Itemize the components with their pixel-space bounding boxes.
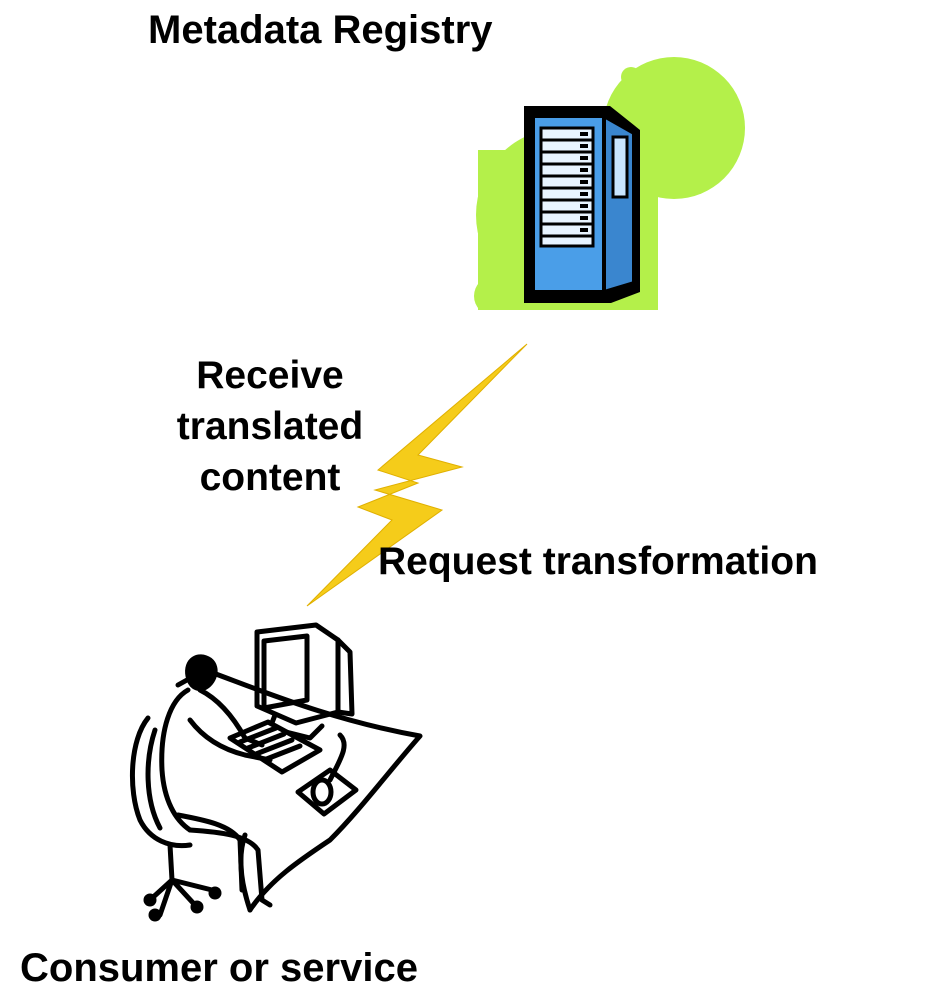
receive-translated-content-label: Receive translated content: [145, 350, 395, 503]
receive-line-2: translated: [176, 405, 364, 448]
registry-title: Metadata Registry: [148, 8, 493, 52]
request-transformation-label: Request transformation: [378, 540, 818, 583]
receive-line-3: content: [199, 456, 341, 499]
receive-line-1: Receive: [196, 354, 344, 397]
consumer-label: Consumer or service: [20, 946, 418, 990]
